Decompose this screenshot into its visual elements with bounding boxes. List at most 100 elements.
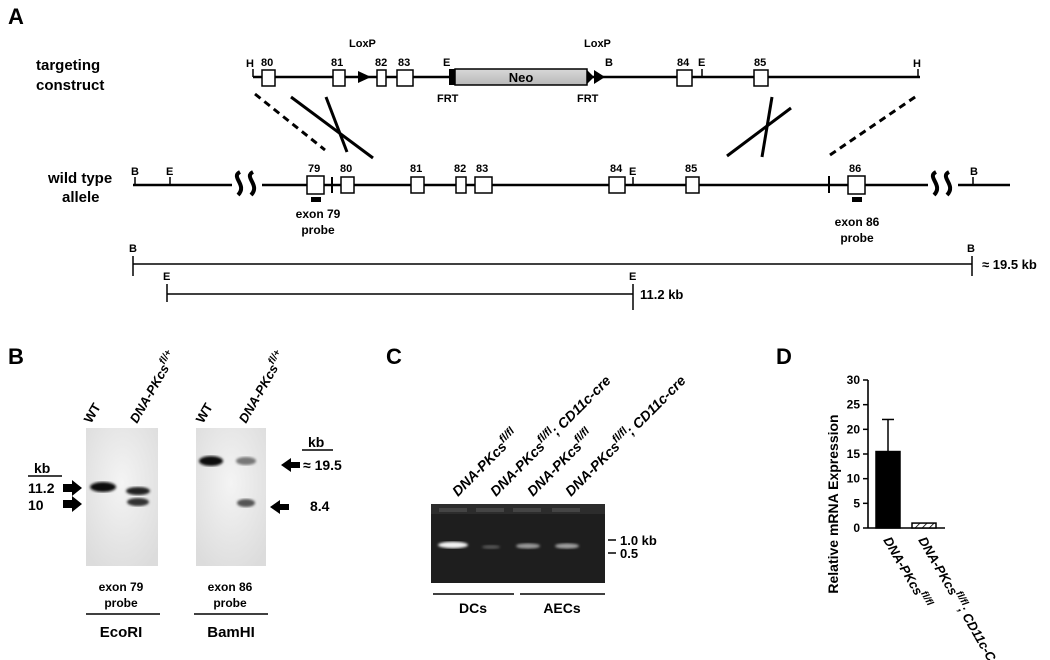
loxp-arrow-left — [358, 71, 371, 83]
targeting-construct: H 80 81 LoxP 82 83 E FRT Neo FRT Lo — [246, 38, 921, 105]
wt-exon-label: 81 — [410, 163, 422, 175]
probe-left-line1: exon 79 — [99, 580, 144, 594]
probe-86-line2: probe — [840, 231, 874, 245]
construct-exon-label: 83 — [398, 57, 410, 69]
break-symbol — [943, 170, 953, 197]
pcr-gel — [431, 504, 605, 583]
lane-het-bamhi: DNA-PKcsfl/+ — [234, 348, 289, 426]
wt-site-e-84: E — [629, 166, 636, 178]
wt-exon-86 — [847, 175, 866, 195]
panel-a-letter: A — [8, 4, 24, 29]
southern-blot-ecori — [86, 428, 158, 566]
panel-b: B WT DNA-PKcsfl/+ WT DNA-PKcsfl/+ kb 11.… — [8, 344, 342, 641]
panel-c-letter: C — [386, 344, 402, 369]
kb-label-right: kb — [308, 434, 324, 450]
gel-marker-1-0: 1.0 kb — [620, 533, 657, 548]
gel-marker-0-5: 0.5 — [620, 546, 638, 561]
panel-b-letter: B — [8, 344, 24, 369]
arrow-19-5 — [281, 458, 300, 472]
y-tick-label: 5 — [853, 496, 860, 510]
lane-het-ecori: DNA-PKcsfl/+ — [125, 348, 180, 426]
y-tick-label: 25 — [847, 398, 861, 412]
band-het-11-2 — [126, 487, 150, 495]
construct-site-h-left: H — [246, 58, 254, 70]
band-wt-11-2 — [90, 482, 116, 492]
gel-band-dc-flfl — [438, 541, 468, 549]
southern-blot-bamhi — [196, 428, 266, 566]
wt-label-line2: allele — [62, 189, 100, 206]
y-tick-label: 0 — [853, 521, 860, 535]
wt-exon-81 — [410, 176, 425, 194]
arrow-10 — [63, 496, 82, 512]
construct-exon-label: 81 — [331, 57, 343, 69]
band-het-8-4 — [237, 499, 255, 507]
construct-exon-81 — [332, 69, 346, 87]
wt-exon-label: 83 — [476, 163, 488, 175]
y-tick-label: 30 — [847, 373, 861, 387]
marker-8-4: 8.4 — [310, 498, 330, 514]
probe-right-line1: exon 86 — [208, 580, 253, 594]
wt-exon-label: 80 — [340, 163, 352, 175]
wt-site-b-left: B — [131, 166, 139, 178]
fragment-ecori-size: 11.2 kb — [640, 287, 683, 302]
construct-site-e-84: E — [698, 57, 705, 69]
arrow-8-4 — [270, 500, 289, 514]
frt-label-right: FRT — [577, 93, 599, 105]
construct-exon-label: 85 — [754, 57, 766, 69]
arrow-11-2 — [63, 480, 82, 496]
probe-86-bar — [852, 197, 862, 202]
wt-exon-85 — [685, 176, 700, 194]
construct-exon-label: 84 — [677, 57, 690, 69]
wt-exon-label: 82 — [454, 163, 466, 175]
marker-11-2: 11.2 — [28, 480, 55, 496]
break-symbol — [930, 170, 940, 197]
gel-lane-label: DNA-PKcsfl/fl — [447, 425, 522, 500]
wt-site-e-left: E — [166, 166, 173, 178]
lane-wt-ecori: WT — [81, 400, 104, 425]
fragment-e-right: E — [629, 271, 636, 283]
wt-exon-label: 79 — [308, 163, 320, 175]
band-het-10 — [127, 498, 149, 506]
break-symbol — [247, 170, 257, 197]
loxp-label-right: LoxP — [584, 38, 611, 50]
gel-band-dc-cre — [482, 545, 500, 549]
wt-exon-82 — [455, 176, 467, 194]
construct-label-line2: construct — [36, 77, 104, 94]
wt-site-b-right: B — [970, 166, 978, 178]
panel-d-letter: D — [776, 344, 792, 369]
y-tick-label: 15 — [847, 447, 861, 461]
probe-79-bar — [311, 197, 321, 202]
wt-exon-80 — [340, 176, 355, 194]
frt-label-left: FRT — [437, 93, 459, 105]
y-axis-label: Relative mRNA Expression — [825, 414, 841, 593]
construct-exon-83 — [396, 69, 414, 87]
marker-10: 10 — [28, 497, 44, 513]
enzyme-left: EcoRI — [100, 624, 143, 641]
construct-exon-85 — [753, 69, 769, 87]
y-tick-label: 20 — [847, 422, 861, 436]
wt-exon-label: 84 — [610, 163, 623, 175]
frt-right — [587, 70, 594, 84]
loxp-arrow-right — [594, 70, 605, 84]
construct-exon-label: 82 — [375, 57, 387, 69]
fragment-b-left: B — [129, 243, 137, 255]
construct-exon-80 — [261, 69, 276, 87]
construct-exon-label: 80 — [261, 57, 273, 69]
group-dcs: DCs — [459, 600, 487, 616]
probe-86-line1: exon 86 — [835, 215, 880, 229]
wt-exon-79 — [306, 175, 325, 195]
group-aecs: AECs — [543, 600, 581, 616]
fragment-b-right: B — [967, 243, 975, 255]
kb-label-left: kb — [34, 460, 50, 476]
construct-exon-82 — [376, 69, 387, 87]
construct-site-e-neo: E — [443, 57, 450, 69]
probe-left-line2: probe — [104, 596, 138, 610]
panel-a: A targeting construct H 80 81 LoxP 82 83… — [8, 4, 1037, 310]
lane-wt-bamhi: WT — [193, 400, 216, 425]
wt-exon-83 — [474, 176, 493, 194]
